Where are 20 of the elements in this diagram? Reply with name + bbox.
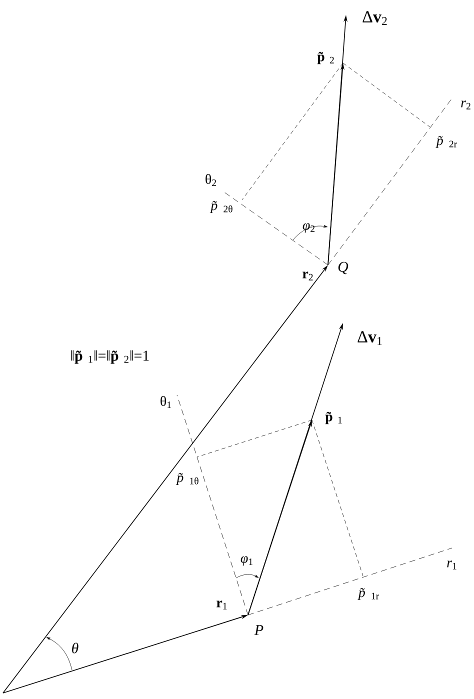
math-label: Δv$_{1}$ bbox=[358, 331, 382, 345]
math-label: ‖p̃$_{1}$‖=‖p̃$_{2}$‖=1 bbox=[71, 350, 149, 364]
math-label: p̃$_{2}$ bbox=[317, 52, 334, 64]
math-label: θ bbox=[72, 642, 78, 654]
math-label: p̃$_{2θ}$ bbox=[210, 200, 232, 214]
math-label: p̃$_{1}$ bbox=[325, 412, 342, 424]
math-label: r$_{2}$ bbox=[461, 100, 470, 110]
math-label: φ$_{2}$ bbox=[302, 223, 315, 233]
math-label: P bbox=[254, 625, 264, 635]
math-label: φ$_{1}$ bbox=[240, 556, 252, 566]
math-label: Q bbox=[338, 262, 348, 274]
math-label: θ$_{2}$ bbox=[206, 174, 216, 186]
math-label: Δv$_{2}$ bbox=[362, 11, 387, 25]
math-label: r$_{2}$ bbox=[302, 272, 313, 280]
math-label: p̃$_{1θ}$ bbox=[176, 472, 198, 486]
math-label: p̃$_{1r}$ bbox=[358, 588, 379, 600]
math-label: p̃$_{2r}$ bbox=[436, 136, 457, 148]
math-label: r$_{1}$ bbox=[216, 600, 227, 610]
math-label: r$_{1}$ bbox=[447, 560, 456, 570]
math-label: θ$_{1}$ bbox=[160, 396, 171, 408]
